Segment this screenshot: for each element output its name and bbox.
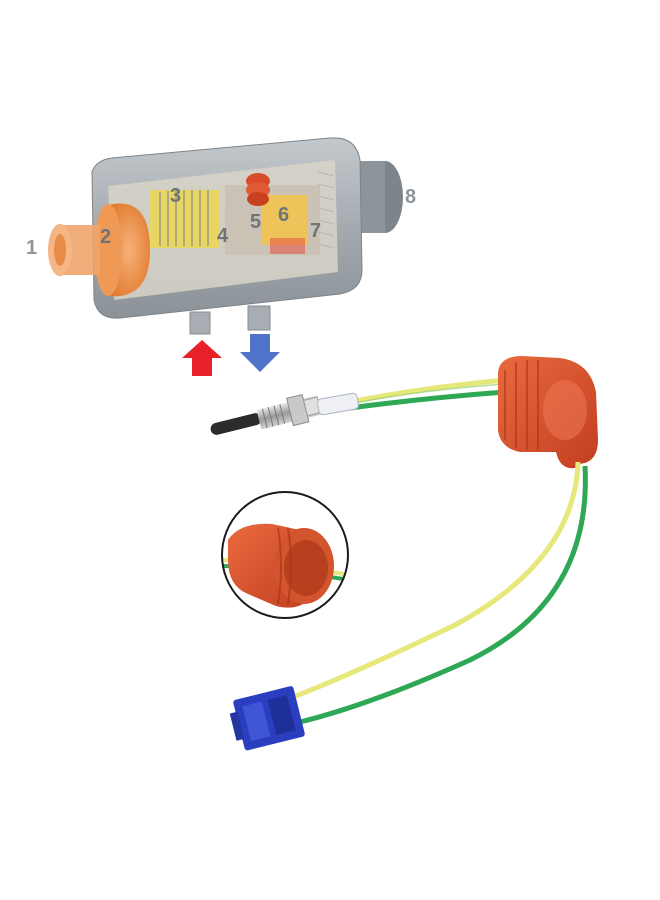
heater-outlet-port — [355, 161, 403, 233]
component-number-1: 1 — [26, 237, 37, 259]
glow-plug-tip — [210, 413, 262, 435]
heater-exchanger-fins — [317, 171, 335, 249]
heater-fan — [94, 203, 150, 297]
heater-inlet-port — [48, 224, 100, 276]
boot-closeup-lens — [221, 491, 349, 619]
wire-green-upper — [349, 389, 506, 411]
rubber-boot — [498, 356, 598, 469]
component-number-3: 3 — [170, 185, 181, 207]
heater-heat-section — [270, 238, 305, 254]
wire-yellow-upper — [349, 377, 506, 405]
heater-diagram: 1 2 3 4 5 6 7 8 — [26, 137, 416, 376]
heater-bottom-ports — [189, 305, 271, 335]
component-number-4: 4 — [217, 225, 229, 247]
blue-connector — [229, 686, 305, 751]
glow-plug-assembly — [210, 356, 598, 751]
outlet-arrow-icon — [240, 334, 280, 372]
wire-green-lower — [299, 465, 588, 725]
component-number-5: 5 — [250, 211, 261, 233]
glow-plug-thread — [256, 393, 322, 430]
heater-glow-plug-coil — [246, 173, 270, 206]
component-number-2: 2 — [100, 226, 111, 248]
heater-fins — [159, 190, 209, 246]
component-number-8: 8 — [405, 186, 416, 208]
component-number-6: 6 — [278, 204, 289, 226]
component-number-7: 7 — [310, 220, 321, 242]
heater-combustion-zone — [262, 195, 307, 245]
glow-plug-sleeve — [317, 392, 359, 416]
inlet-arrow-icon — [182, 340, 222, 376]
wire-yellow-lower — [284, 461, 581, 703]
